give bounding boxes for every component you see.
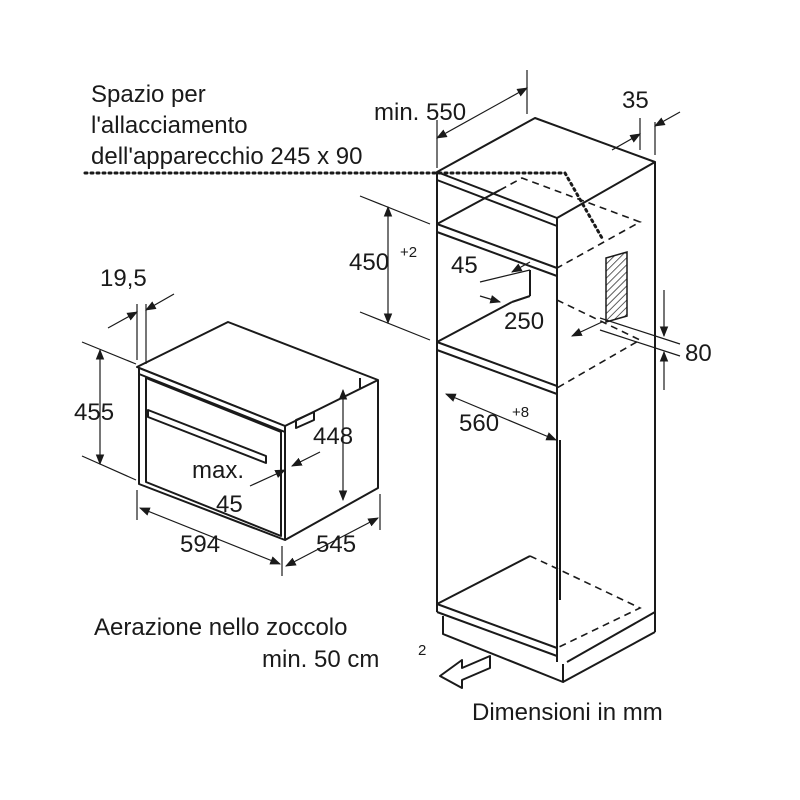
upper-shelf-left bbox=[436, 189, 501, 225]
dim-depth-label: min. 550 bbox=[374, 99, 466, 126]
dim-shelf-arrow2 bbox=[511, 261, 531, 273]
ventilation-note-line1: Aerazione nello zoccolo bbox=[94, 614, 348, 641]
dim-offset-label: 250 bbox=[504, 308, 544, 335]
plinth-side bbox=[562, 631, 656, 683]
dim-niche-height-label: 450 bbox=[349, 249, 389, 276]
dim-shelf-label: 45 bbox=[451, 252, 478, 279]
middle-shelf-left bbox=[436, 301, 513, 343]
dim-panel-arrow-right bbox=[145, 293, 175, 311]
dim-max-value: 45 bbox=[216, 491, 243, 518]
dim-width-label: 594 bbox=[180, 531, 220, 558]
connection-note-line3: dell'apparecchio 245 x 90 bbox=[91, 143, 362, 170]
dim-inner-width-label: 560 bbox=[459, 410, 499, 437]
ext-line bbox=[479, 269, 531, 283]
dim-gap-label: 35 bbox=[622, 87, 649, 114]
cabinet-dimension-lines bbox=[359, 70, 681, 441]
dim-panel-arrow-left bbox=[107, 311, 138, 329]
oven-dimension-lines bbox=[81, 293, 381, 576]
ventilation-note-sup: 2 bbox=[418, 642, 426, 659]
cabinet-top-edge-inner bbox=[436, 179, 558, 227]
oven-appliance bbox=[136, 321, 379, 541]
ext-line bbox=[81, 341, 137, 365]
cabinet-top bbox=[436, 117, 656, 219]
dim-total-height-label: 455 bbox=[74, 399, 114, 426]
oven-handle bbox=[147, 409, 267, 464]
hidden-bottom-edge bbox=[529, 555, 642, 649]
dim-niche-height-tol: +2 bbox=[400, 244, 417, 261]
middle-shelf-front bbox=[436, 341, 558, 387]
upper-shelf-front bbox=[436, 223, 558, 269]
ventilation-note-line2: min. 50 cm bbox=[262, 646, 379, 673]
ext-line bbox=[359, 311, 431, 341]
dim-max-arrow bbox=[249, 469, 286, 487]
ventilation-arrow-icon bbox=[439, 655, 491, 689]
oven-front bbox=[138, 367, 286, 541]
ext-line bbox=[599, 329, 681, 357]
units-note: Dimensioni in mm bbox=[472, 699, 663, 726]
oven-control-strip bbox=[138, 373, 286, 433]
upper-shelf-lower bbox=[436, 231, 558, 277]
cabinet-bottom-back bbox=[566, 611, 656, 663]
connection-note-line2: l'allacciamento bbox=[91, 112, 248, 139]
bottom-shelf-front bbox=[436, 603, 558, 649]
connection-dotted-line bbox=[83, 171, 604, 240]
dim-max-label: max. bbox=[192, 457, 244, 484]
oven-bracket bbox=[295, 411, 315, 429]
plinth-front bbox=[442, 616, 564, 683]
dim-panel-label: 19,5 bbox=[100, 265, 147, 292]
ext-line bbox=[599, 317, 681, 345]
dim-depth-label: 545 bbox=[316, 531, 356, 558]
dim-width-arrow bbox=[138, 507, 282, 565]
dim-shelf-arrow bbox=[479, 295, 502, 304]
dim-rear-label: 80 bbox=[685, 340, 712, 367]
dim-max-arrow2 bbox=[291, 451, 321, 467]
dim-gap-arrow-left bbox=[611, 133, 641, 151]
dim-depth-arrow bbox=[285, 517, 379, 567]
ext-line bbox=[81, 455, 137, 481]
dim-offset-arrow bbox=[571, 321, 603, 337]
ext-line bbox=[359, 195, 431, 225]
bottom-shelf-left bbox=[436, 555, 531, 605]
middle-shelf-lower bbox=[436, 349, 558, 395]
middle-shelf-back bbox=[511, 295, 531, 303]
dim-depth-arrow bbox=[436, 87, 528, 139]
dim-width-arrow bbox=[445, 393, 557, 441]
hidden-middle-edge bbox=[556, 299, 642, 389]
dim-inner-width-tol: +8 bbox=[512, 404, 529, 421]
bottom-shelf-lower bbox=[436, 611, 558, 657]
connection-box bbox=[605, 251, 628, 323]
tall-cabinet bbox=[436, 117, 656, 683]
connection-note-line1: Spazio per bbox=[91, 81, 206, 108]
dim-body-height-label: 448 bbox=[313, 423, 353, 450]
dim-gap-arrow-right bbox=[654, 111, 681, 127]
